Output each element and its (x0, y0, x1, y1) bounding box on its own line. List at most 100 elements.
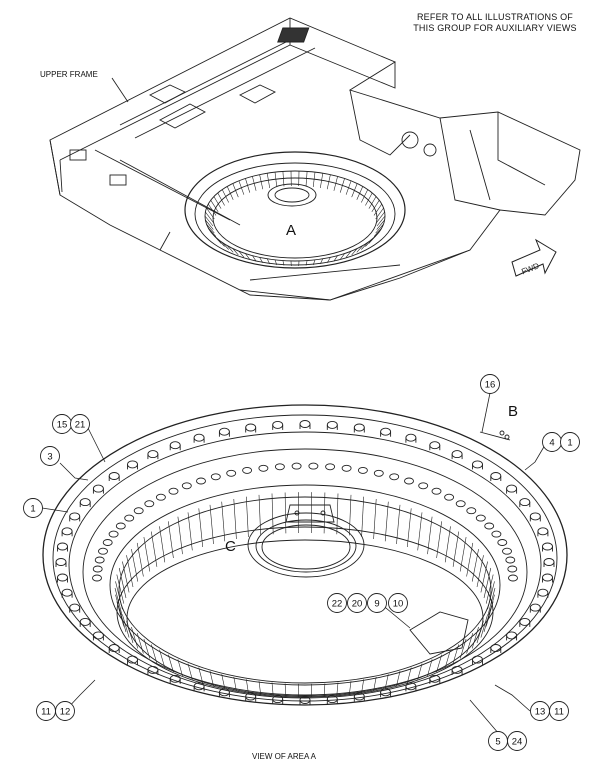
gear-tooth (259, 174, 264, 190)
gear-tooth (471, 548, 479, 582)
bolt-head (193, 682, 205, 692)
gear-tooth (427, 659, 433, 676)
gear-tooth (198, 508, 203, 548)
bolt-head (133, 507, 144, 515)
callout-c21: 21 (70, 414, 90, 434)
bolt-head (193, 433, 205, 443)
callout-number: 1 (30, 504, 35, 515)
callout-number: 11 (554, 707, 564, 718)
callout-c22: 22 (327, 593, 347, 613)
bolt-head (380, 427, 392, 437)
bolt-head (353, 692, 365, 702)
bolt-head (326, 420, 338, 430)
callout-c12: 12 (55, 701, 75, 721)
bolt-head (542, 573, 553, 583)
bolt-head (353, 423, 365, 433)
callout-c1a: 1 (23, 498, 43, 518)
upper-frame-label: UPPER FRAME (40, 70, 98, 79)
bolt-head (490, 472, 502, 481)
bolt-head (519, 498, 531, 508)
gear-tooth (375, 223, 384, 234)
bolt-head (272, 420, 284, 430)
callout-number: 3 (47, 452, 52, 463)
bolt-head (69, 603, 81, 613)
gear-tooth (159, 526, 166, 563)
bolt-head (455, 500, 466, 508)
callout-c3: 3 (40, 446, 60, 466)
gear-tooth (177, 516, 183, 555)
callout-number: 22 (332, 599, 343, 610)
gear-tooth (122, 561, 130, 593)
gear-tooth (483, 567, 492, 599)
gear-tooth (284, 683, 287, 697)
gear-tooth (126, 620, 134, 644)
gear-tooth (339, 178, 345, 193)
gear-tooth (312, 172, 316, 188)
gear-tooth (345, 251, 352, 258)
gear-tooth (126, 555, 134, 588)
bolt-head (147, 665, 159, 675)
bolt-head (444, 493, 455, 501)
gear-tooth (282, 171, 285, 187)
bolt-head (169, 674, 181, 684)
bolt-head (405, 433, 417, 443)
bolt-head (291, 462, 302, 470)
bolt-head (124, 514, 135, 522)
bolt-head (429, 674, 441, 684)
gear-tooth (384, 501, 389, 542)
gear-tooth (210, 231, 219, 241)
gear-tooth (207, 203, 217, 216)
gear-tooth (151, 531, 158, 567)
gear-tooth (233, 676, 237, 692)
bolt-head (508, 574, 518, 582)
gear-tooth (252, 255, 257, 262)
gear-tooth (444, 649, 451, 668)
bolt-head (127, 460, 138, 470)
callout-c13: 13 (530, 701, 550, 721)
bolt-head (144, 500, 155, 508)
gear-tooth (131, 548, 139, 582)
gear-tooth (351, 183, 358, 198)
gear-tooth (480, 561, 488, 593)
callout-number: 10 (393, 599, 404, 610)
bolt-head (529, 603, 541, 613)
bolt-head (308, 462, 319, 470)
refer-note-line1: REFER TO ALL ILLUSTRATIONS OF (416, 12, 573, 22)
gear-tooth (373, 203, 383, 216)
gear-tooth (466, 542, 474, 577)
bolt-head (357, 466, 368, 474)
bolt-head (491, 530, 502, 538)
bolt-head (92, 631, 104, 641)
gear-tooth (436, 521, 442, 559)
bolt-head (472, 460, 483, 470)
bolt-head (299, 420, 311, 429)
gear-tooth (365, 192, 373, 206)
gear-tooth (209, 504, 214, 545)
gear-tooth (396, 504, 401, 545)
gear-tooth (452, 531, 459, 567)
gear-tooth (444, 526, 451, 563)
bolt-head (92, 484, 104, 494)
gear-tooth (258, 681, 261, 695)
gear-tooth (206, 223, 215, 234)
gear-tooth (476, 555, 484, 588)
gear-tooth (258, 494, 261, 536)
callout-number: 11 (41, 707, 51, 718)
gear-tooth (361, 189, 369, 203)
gear-tooth (221, 189, 229, 203)
callout-number: 24 (512, 737, 523, 748)
gear-tooth (466, 633, 474, 654)
gear-tooth (245, 253, 251, 260)
gear-tooth (246, 679, 249, 694)
gear-tooth (115, 594, 123, 621)
bolt-head (519, 617, 531, 627)
gear-tooth (271, 493, 274, 535)
gear-tooth (266, 173, 270, 189)
gear-tooth (210, 200, 219, 213)
bolt-head (147, 450, 159, 460)
callout-c11b: 11 (549, 701, 569, 721)
bolt-head (168, 487, 179, 495)
gear-tooth (221, 242, 229, 250)
